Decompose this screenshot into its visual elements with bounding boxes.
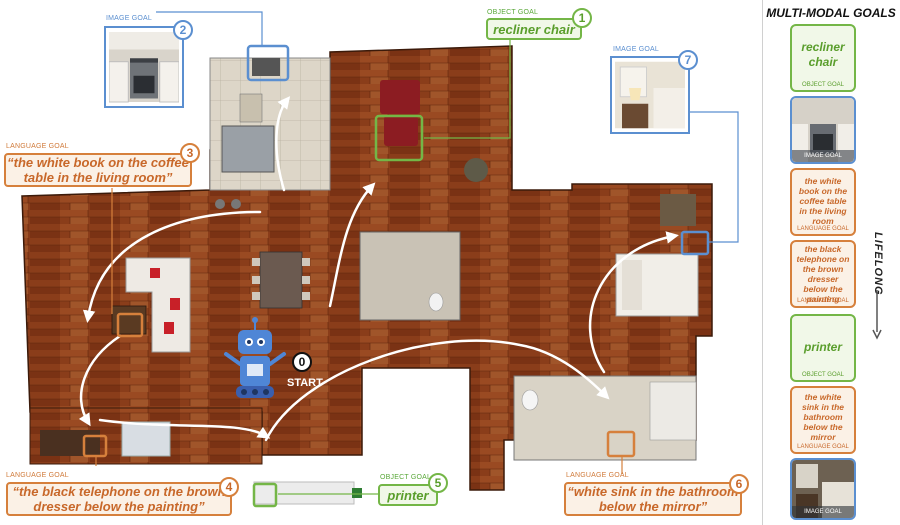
goal-1-text-box: recliner chair <box>486 18 582 40</box>
sidebar-card-object-printer: printer OBJECT GOAL <box>790 314 856 382</box>
sidebar-bedroom-thumbnail <box>792 460 854 518</box>
goal-2-number-badge: 2 <box>173 20 193 40</box>
lifelong-label: LIFELONG <box>872 232 884 296</box>
sidebar-kitchen-thumbnail <box>792 98 854 162</box>
connector-goal-7 <box>672 111 739 243</box>
goal-3-number-badge: 3 <box>180 143 200 163</box>
target-box-3 <box>116 312 144 338</box>
path-to-goal-3 <box>82 210 262 323</box>
goal-7-number-badge: 7 <box>678 50 698 70</box>
goal-5-number-badge: 5 <box>428 473 448 493</box>
goal-4-number-badge: 4 <box>219 477 239 497</box>
goal-1-number-badge: 1 <box>572 8 592 28</box>
start-number-badge: 0 <box>292 352 312 372</box>
target-box-4 <box>82 434 108 458</box>
path-to-goal-7 <box>588 231 679 374</box>
goal-6-text-box: “white sink in the bathroom below the mi… <box>564 482 742 516</box>
target-box-6 <box>606 430 636 458</box>
goal-6-type-label: LANGUAGE GOAL <box>566 472 629 479</box>
goal-5-text-box: printer <box>378 484 438 506</box>
rug <box>121 421 171 457</box>
sidebar-card-language-telephone: the black telephone on the brown dresser… <box>790 240 856 308</box>
goal-7-image-thumbnail <box>610 56 690 134</box>
connector-goal-2 <box>156 11 263 46</box>
path-to-goal-1 <box>328 182 376 308</box>
sidebar-divider <box>762 0 763 525</box>
center-bathroom <box>359 231 461 321</box>
dining-table <box>259 251 303 309</box>
goal-2-type-label: IMAGE GOAL <box>106 15 152 22</box>
goal-3-type-label: LANGUAGE GOAL <box>6 143 69 150</box>
path-to-goal-4 <box>78 334 122 427</box>
goal-6-number-badge: 6 <box>729 474 749 494</box>
goal-4-text-box: “the black telephone on the brown dresse… <box>6 482 232 516</box>
target-box-5 <box>252 482 278 508</box>
sidebar-card-image-kitchen: IMAGE GOAL <box>790 96 856 164</box>
sidebar-card-image-bedroom: IMAGE GOAL <box>790 458 856 520</box>
lifelong-arrow-icon <box>872 290 882 340</box>
bedroom-lamp-photo <box>615 61 685 129</box>
sidebar-card-object-recliner: recliner chair OBJECT GOAL <box>790 24 856 92</box>
path-to-goal-2 <box>275 96 291 192</box>
sidebar-title: MULTI-MODAL GOALS <box>766 6 896 20</box>
goal-7-type-label: IMAGE GOAL <box>613 46 659 53</box>
target-box-7 <box>680 230 710 256</box>
goal-2-image-thumbnail <box>104 26 184 108</box>
goal-3-text-box: “the white book on the coffee table in t… <box>4 153 192 187</box>
goal-4-type-label: LANGUAGE GOAL <box>6 472 69 479</box>
target-box-2 <box>246 44 290 82</box>
start-label: START <box>287 377 323 389</box>
target-box-1 <box>374 114 424 162</box>
kitchen-stove-photo <box>109 32 179 103</box>
goal-1-type-label: OBJECT GOAL <box>487 9 539 16</box>
path-to-goal-5 <box>98 418 271 439</box>
sidebar-card-language-sink: the white sink in the bathroom below the… <box>790 386 856 454</box>
path-to-goal-6 <box>264 339 610 442</box>
sidebar-card-language-book: the white book on the coffee table in th… <box>790 168 856 236</box>
connector-goal-1 <box>424 38 511 139</box>
robot-agent <box>224 317 286 398</box>
kitchen-island <box>221 125 275 173</box>
goal-5-type-label: OBJECT GOAL <box>380 474 432 481</box>
